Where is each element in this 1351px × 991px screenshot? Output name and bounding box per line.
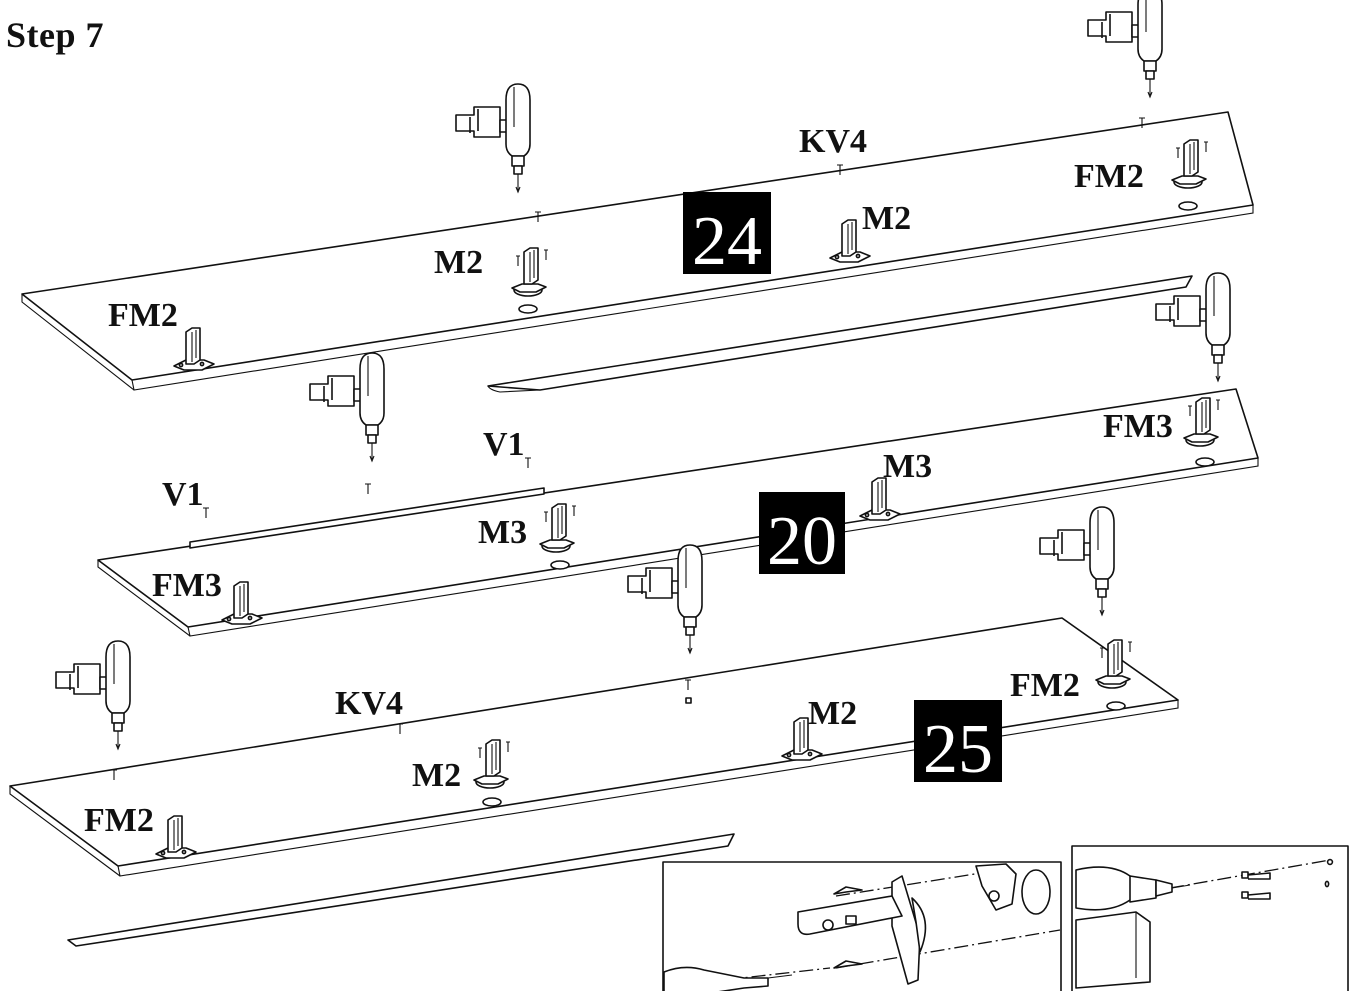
label-v1-mid-center: V1 [483,426,525,463]
panel-number-24: 24 [692,203,762,280]
label-m2-bottom-left: M2 [412,757,461,794]
screw-icon [524,457,532,469]
rail-middle [189,487,545,549]
drill-icon [309,352,385,462]
badge-20: 20 [759,492,845,580]
label-fm2-top-right: FM2 [1074,158,1144,195]
step-title: Step 7 [6,15,105,55]
screw-icon [364,483,372,495]
label-m2-bottom-center: M2 [808,695,857,732]
label-kv4-bottom: KV4 [335,685,403,722]
panel-number-20: 20 [767,503,837,580]
panel-25 [9,617,1179,947]
label-fm2-top-left: FM2 [108,297,178,334]
detail-screw-drilling [1071,845,1349,991]
label-fm2-bottom-right: FM2 [1010,667,1080,704]
panel-24 [21,111,1254,393]
drill-icon [1039,506,1115,616]
badge-24: 24 [683,192,771,280]
drill-icon [627,544,703,654]
badge-25: 25 [914,700,1002,788]
strip-bottom [67,833,735,947]
drill-icon [55,640,131,750]
panel-number-25: 25 [923,711,993,788]
label-m3-mid-left: M3 [478,514,527,551]
label-v1-mid-left: V1 [162,476,204,513]
drill-icon [455,83,531,193]
strip-top [487,275,1193,391]
label-fm2-bottom-left: FM2 [84,802,154,839]
label-kv4-top: KV4 [799,123,867,160]
label-m2-top-left: M2 [434,244,483,281]
screw-icon [202,507,210,519]
panel-20 [97,388,1259,637]
dowel-icon [685,697,692,704]
label-fm3-mid-left: FM3 [152,567,222,604]
detail-hinge-mounting [662,861,1062,991]
drill-icon [1087,0,1163,98]
label-m3-mid-center: M3 [883,448,932,485]
label-fm3-mid-right: FM3 [1103,408,1173,445]
label-m2-top-center: M2 [862,200,911,237]
